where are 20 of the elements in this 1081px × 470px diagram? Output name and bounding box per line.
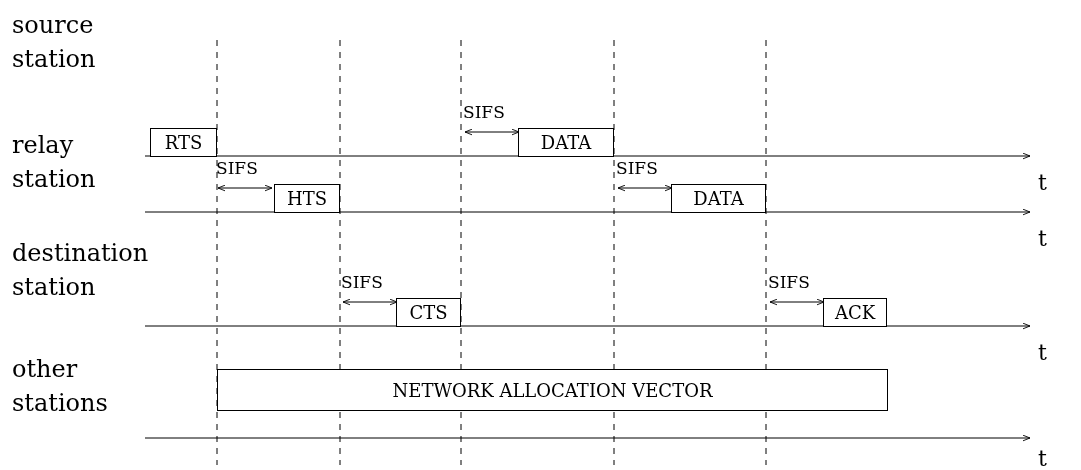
axis-label: t bbox=[1038, 340, 1047, 365]
frame-box: NETWORK ALLOCATION VECTOR bbox=[217, 369, 888, 411]
frame-box: CTS bbox=[396, 298, 461, 327]
interval-label: SIFS bbox=[616, 158, 658, 178]
frame-box: ACK bbox=[823, 298, 887, 327]
frame-box: DATA bbox=[518, 128, 614, 157]
frame-box: RTS bbox=[150, 128, 217, 157]
frame-box: DATA bbox=[671, 184, 766, 213]
interval-label: SIFS bbox=[216, 158, 258, 178]
interval-label: SIFS bbox=[341, 272, 383, 292]
axis-label: t bbox=[1038, 446, 1047, 470]
axis-label: t bbox=[1038, 226, 1047, 251]
station-label: destination station bbox=[12, 238, 150, 303]
interval-label: SIFS bbox=[463, 102, 505, 122]
frame-box: HTS bbox=[274, 184, 340, 213]
station-label: other stations bbox=[12, 354, 109, 419]
axis-label: t bbox=[1038, 170, 1047, 195]
station-label: relay station bbox=[12, 130, 97, 195]
station-label: source station bbox=[12, 10, 97, 75]
interval-label: SIFS bbox=[768, 272, 810, 292]
